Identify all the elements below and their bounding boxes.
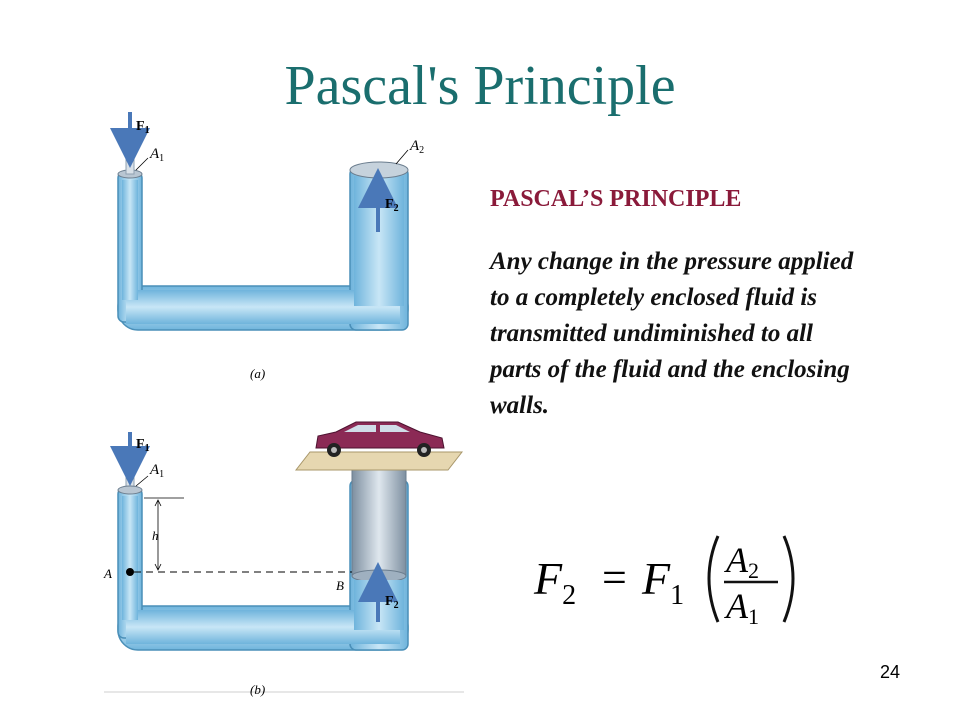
pascal-equation: F2 = F1 A2 A1 <box>533 535 795 629</box>
slide-title: Pascal's Principle <box>284 55 676 117</box>
car-icon <box>315 421 445 457</box>
figure-b: F1 A1 h A B F2 (b) <box>103 421 464 697</box>
principle-heading: PASCAL’S PRINCIPLE <box>490 186 742 212</box>
f1-label-a: F1 <box>136 119 150 136</box>
eq-left-paren <box>707 535 720 623</box>
point-a-dot <box>126 568 134 576</box>
eq-lhs: F2 <box>533 553 576 611</box>
a1-label-a: A1 <box>149 146 164 164</box>
eq-denominator: A1 <box>724 586 759 629</box>
principle-statement: Any change in the pressure applied to a … <box>490 248 854 419</box>
page-number: 24 <box>880 662 901 682</box>
f2-label-a: F2 <box>385 197 399 214</box>
figure-a: F1 A1 A2 F2 (a) <box>110 112 424 381</box>
eq-rhs: F1 <box>641 553 684 611</box>
caption-b: (b) <box>250 682 265 697</box>
large-piston <box>349 161 409 179</box>
f1-label-b: F1 <box>136 437 150 454</box>
f2-label-b: F2 <box>385 594 399 611</box>
car-platform <box>294 451 464 471</box>
point-b-label: B <box>336 578 344 593</box>
a1-label-b: A1 <box>149 462 164 480</box>
eq-equals: = <box>602 553 627 602</box>
eq-right-paren <box>782 535 795 623</box>
hydraulic-diagram: F1 A1 A2 F2 (a) <box>103 112 464 697</box>
caption-a: (a) <box>250 366 265 381</box>
eq-numerator: A2 <box>724 540 759 583</box>
a2-label-a: A2 <box>409 138 424 156</box>
large-piston-cylinder <box>351 469 407 577</box>
h-label: h <box>152 528 159 543</box>
point-a-label: A <box>103 566 112 581</box>
